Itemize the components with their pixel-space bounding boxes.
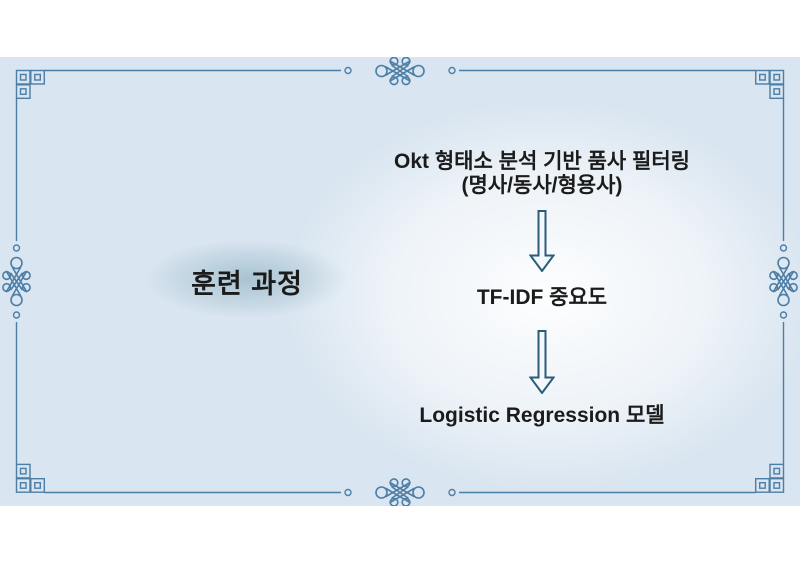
flow-step-pos-filtering: Okt 형태소 분석 기반 품사 필터링 (명사/동사/형용사)	[382, 150, 702, 198]
flow-step-label: Logistic Regression 모델	[419, 404, 665, 427]
down-arrow-icon	[529, 330, 555, 394]
knot-ornament-right-icon	[769, 256, 798, 307]
flow-step-label: TF-IDF 중요도	[476, 286, 608, 309]
knot-ornament-left-icon	[2, 256, 31, 307]
flow-step-tfidf: TF-IDF 중요도	[382, 286, 702, 310]
decorative-border-frame	[2, 57, 798, 506]
frame-border-lines	[15, 69, 785, 494]
frame-circle-ornaments	[12, 66, 788, 497]
corner-ornament-bottom-right	[755, 463, 785, 493]
slide-title: 훈련 과정	[191, 269, 303, 299]
corner-ornament-top-left	[15, 69, 45, 99]
down-arrow-icon	[529, 210, 555, 272]
corner-ornament-bottom-left	[15, 463, 45, 493]
knot-ornament-top-icon	[375, 57, 425, 86]
knot-ornament-bottom-icon	[375, 478, 425, 506]
flow-step-label: Okt 형태소 분석 기반 품사 필터링	[393, 150, 691, 173]
corner-ornament-top-right	[755, 69, 785, 99]
slide-panel	[0, 57, 800, 506]
flow-step-sublabel: (명사/동사/형용사)	[461, 174, 623, 197]
flow-step-logistic-regression: Logistic Regression 모델	[382, 404, 702, 428]
